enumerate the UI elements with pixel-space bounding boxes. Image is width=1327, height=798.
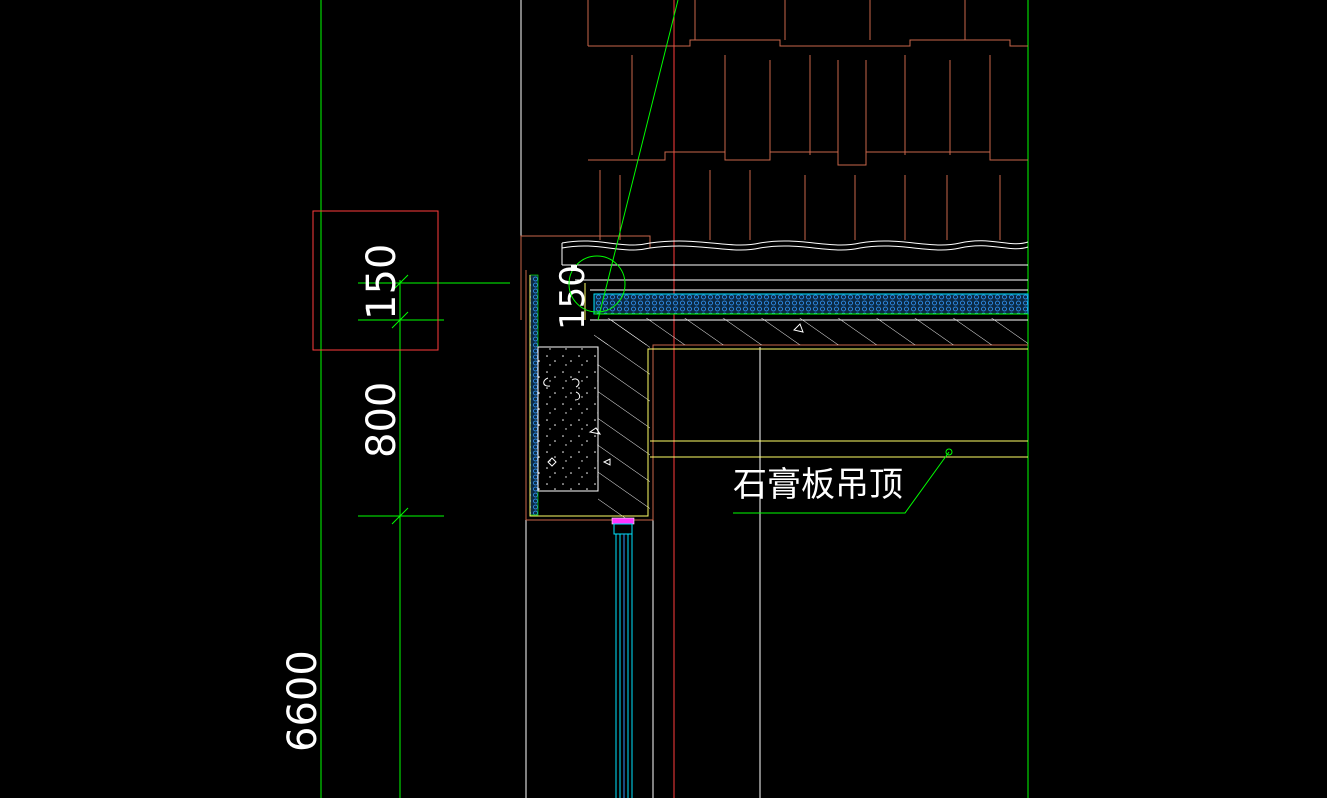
detail-callout-circle [568,255,626,313]
roof-tiles [587,0,1028,240]
beam-section [598,320,650,520]
dimension-highlight-box [312,210,439,351]
insulation-layer [593,293,1029,315]
roof-slab [594,318,1028,345]
dimension-6600: 6600 [280,650,326,752]
ceiling-label: 石膏板吊顶 [733,465,903,505]
window-frame [611,517,635,798]
dimension-800: 800 [359,382,405,458]
parapet-insulation [529,274,539,516]
drip-nosing [571,265,577,271]
ceiling-leader-line [733,448,953,514]
dimension-150-small: 150 [553,265,593,330]
structure-outline [529,275,1028,517]
concrete-block [537,346,599,492]
aggregate-marks [543,323,804,467]
dimension-ticks [358,274,510,525]
dimension-150: 150 [359,244,405,320]
detail-leader-line [597,0,679,321]
